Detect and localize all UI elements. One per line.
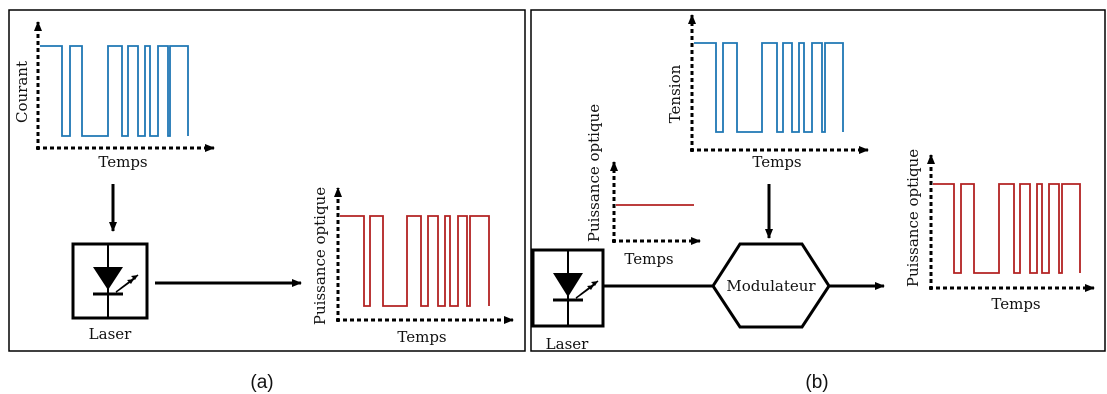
power-y-label: Puissance optique xyxy=(311,187,329,325)
panel-a: Courant Temps Laser Puissance optique Te… xyxy=(8,9,526,393)
voltage-y-label: Tension xyxy=(666,64,684,123)
laser-label-b: Laser xyxy=(546,335,589,353)
current-signal-trace xyxy=(40,45,189,137)
current-graph: Courant Temps xyxy=(13,21,215,171)
laser-diode-icon xyxy=(531,248,605,328)
output-power-graph: Puissance optique Temps xyxy=(904,149,1095,313)
panel-a-frame xyxy=(8,9,526,352)
laser-diode-icon xyxy=(71,242,149,320)
optical-power-graph: Puissance optique Temps xyxy=(311,187,514,346)
caption-a: (a) xyxy=(250,372,273,393)
cw-x-label: Temps xyxy=(624,250,673,268)
current-x-label: Temps xyxy=(98,153,147,171)
current-y-label: Courant xyxy=(13,61,31,123)
panel-b: Laser Puissance optique Temps Tension Te… xyxy=(530,9,1106,393)
cw-y-label: Puissance optique xyxy=(585,104,603,242)
voltage-signal-trace xyxy=(694,42,844,133)
panel-b-frame xyxy=(530,9,1106,352)
laser-label: Laser xyxy=(89,325,132,343)
modulator-hexagon-icon xyxy=(711,242,831,329)
caption-b: (b) xyxy=(805,372,828,393)
out-x-label: Temps xyxy=(991,295,1040,313)
modulator-label: Modulateur xyxy=(726,277,816,295)
power-x-label: Temps xyxy=(397,328,446,346)
voltage-x-label: Temps xyxy=(752,153,801,171)
cw-power-graph: Puissance optique Temps xyxy=(585,104,701,268)
voltage-graph: Tension Temps xyxy=(666,14,869,171)
power-signal-trace xyxy=(340,215,490,307)
out-signal-trace xyxy=(933,183,1081,274)
out-y-label: Puissance optique xyxy=(904,149,922,287)
